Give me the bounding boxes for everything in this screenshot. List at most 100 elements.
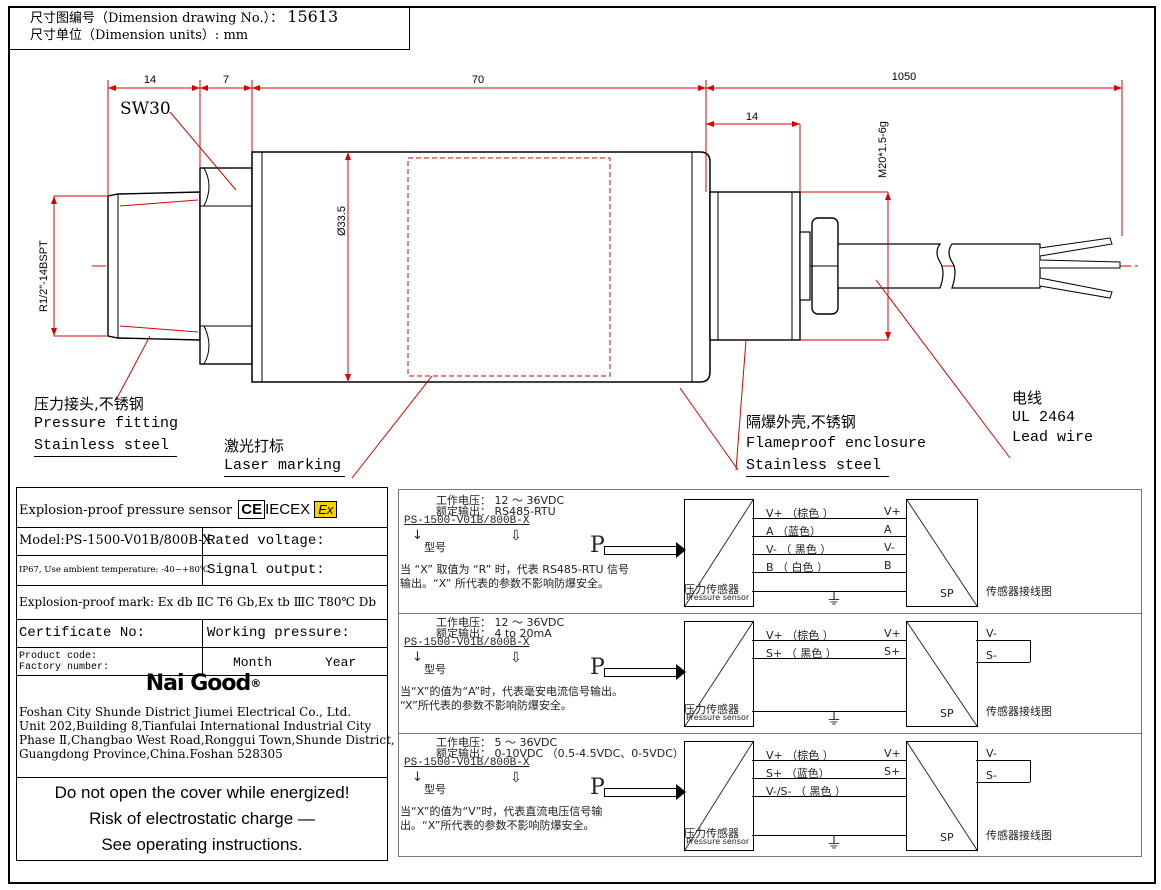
enclosure-en1: Flameproof enclosure	[746, 435, 927, 452]
wire-line	[752, 554, 906, 555]
ce-mark: CE	[238, 500, 266, 519]
section-note-1: 当“X”的值为“A”时，代表毫安电流信号输出。	[400, 685, 624, 698]
enclosure-callout: 隔爆外壳,不锈钢 Flameproof enclosure Stainless …	[746, 412, 926, 477]
year-label: Year	[325, 655, 357, 670]
ground-line	[752, 711, 906, 712]
sp-box	[906, 499, 978, 607]
wire-line	[752, 536, 906, 537]
signal-output: Signal output:	[207, 562, 325, 578]
fitting-callout: 压力接头,不锈钢 Pressure fitting Stainless stee…	[34, 394, 178, 457]
pressure-arrow-head	[676, 542, 686, 558]
wire-line	[752, 796, 906, 797]
output-terminal-line	[976, 640, 1030, 641]
dimension-drawing: 14 7 70 1050 14 SW30 Ø33.5 R1/2"-14BSPT …	[38, 71, 1140, 479]
wire-left-label: V-/S- （ 黑色 ）	[766, 785, 846, 798]
section-model-word: 型号	[424, 541, 446, 554]
ex-mark-text: Explosion-proof mark: Ex db ⅡC T6 Gb,Ex …	[19, 595, 377, 609]
section-voltage: 工作电压： 12 ～ 36VDC	[436, 494, 565, 507]
wire-line	[752, 640, 906, 641]
wire-callout: 电线 UL 2464 Lead wire	[1012, 388, 1093, 448]
certificate-label: Certificate No:	[17, 620, 203, 647]
thread-left-label: R1/2"-14BSPT	[38, 240, 50, 312]
nameplate-row-code: Product code: Factory number: Month Year	[17, 648, 387, 676]
pressure-p-label: P	[590, 775, 605, 800]
address-line-2: Phase Ⅱ,Changbao West Road,Ronggui Town,…	[19, 733, 395, 747]
brand-logo: Nai Good®	[145, 671, 262, 696]
nameplate-row-cert: Certificate No: Working pressure:	[17, 620, 387, 648]
nameplate-row-ip: IP67, Use ambient temperature: -40~+80℃ …	[17, 556, 387, 586]
wire-left-label: S+ （蓝色）	[766, 767, 830, 780]
warning-line-1: Do not open the cover while energized!	[54, 783, 350, 802]
section-note-1: 当“X”的值为“V”时，代表直流电压信号输	[400, 805, 603, 818]
output-terminal-label: S-	[986, 649, 997, 662]
section-note-2: “X”所代表的参数不影响防爆安全。	[400, 699, 572, 712]
fitting-en2: Stainless steel	[34, 436, 178, 457]
main-body	[251, 151, 711, 383]
sp-label: SP	[940, 707, 954, 720]
hollow-down-arrow-icon: ⇩	[510, 528, 522, 544]
wire-right-label: S+	[884, 765, 901, 778]
laser-marking-area	[407, 157, 611, 377]
sensor-cn-label: 压力传感器	[684, 703, 739, 716]
model-text: Model:PS-1500-V01B/800B-X	[17, 528, 211, 555]
pressure-arrow-shaft	[604, 788, 677, 797]
sensor-en-label: Pressure sensor	[686, 837, 750, 846]
output-terminal-line	[976, 782, 1030, 783]
warning-text: Do not open the cover while energized! R…	[17, 780, 387, 858]
nameplate-row-model: Model:PS-1500-V01B/800B-X Rated voltage:	[17, 528, 387, 556]
product-code-label: Product code:	[19, 651, 98, 662]
section-divider	[398, 613, 1142, 614]
section-model-code: PS-1500-V01B/800B-X	[404, 515, 530, 527]
warning-line-2: Risk of electrostatic charge —	[89, 809, 315, 828]
pressure-fitting	[107, 191, 201, 341]
dim-14: 14	[144, 74, 156, 86]
wiring-diagram-label: 传感器接线图	[986, 585, 1052, 598]
hollow-down-arrow-icon: ⇩	[510, 770, 522, 786]
pressure-p-label: P	[590, 655, 605, 680]
dim-7: 7	[223, 74, 229, 86]
wire-right-label: A	[884, 523, 892, 536]
section-model-code: PS-1500-V01B/800B-X	[404, 637, 530, 649]
pressure-arrow-head	[676, 664, 686, 680]
address-line-3: Guangdong Province,China.Foshan 528305	[19, 747, 283, 761]
working-pressure-label: Working pressure:	[207, 625, 350, 641]
iecex-mark: IECEX	[265, 501, 311, 518]
ground-line	[752, 835, 906, 836]
output-terminal-label: V-	[986, 627, 997, 640]
output-terminal-label: S-	[986, 769, 997, 782]
wire-left-label: V- （ 黑色 ）	[766, 543, 832, 556]
ce-text: CE	[241, 501, 263, 518]
output-terminal-joint	[1030, 760, 1031, 782]
product-name: Explosion-proof pressure sensor	[19, 503, 233, 518]
wire-right-label: V+	[884, 747, 901, 760]
wire-cn: 电线	[1012, 389, 1043, 407]
nameplate-row-exmark: Explosion-proof mark: Ex db ⅡC T6 Gb,Ex …	[17, 586, 387, 620]
month-label: Month	[233, 655, 273, 670]
wire-right-label: V+	[884, 627, 901, 640]
drawing-frame	[8, 6, 1156, 884]
section-output: 额定输出： 0-10VDC （0.5-4.5VDC、0-5VDC）	[436, 747, 684, 760]
output-terminal-joint	[1030, 640, 1031, 662]
down-arrow-icon: ↓	[412, 528, 423, 543]
wire-left-label: B （ 白色 ）	[766, 561, 829, 574]
hollow-down-arrow-icon: ⇩	[510, 650, 522, 666]
title-block: 尺寸图编号（Dimension drawing No.）： 15613 尺寸单位…	[8, 6, 410, 50]
wire-right-label: B	[884, 559, 892, 572]
sp-box	[906, 741, 978, 851]
sp-label: SP	[940, 587, 954, 600]
section-model-code: PS-1500-V01B/800B-X	[404, 757, 530, 769]
section-voltage: 工作电压： 12 ～ 36VDC	[436, 616, 565, 629]
wiring-diagram-label: 传感器接线图	[986, 829, 1052, 842]
wire-line	[752, 518, 906, 519]
wire-left-label: S+ （ 黑色 ）	[766, 647, 837, 660]
lead-wire	[837, 243, 944, 289]
section-note-1: 当 “X” 取值为 “R” 时，代表 RS485-RTU 信号	[400, 563, 630, 576]
laser-en: Laser marking	[224, 456, 346, 477]
wire-en: Lead wire	[1012, 429, 1094, 446]
dim-70: 70	[472, 74, 484, 86]
wire-line	[752, 760, 906, 761]
wiring-diagram-label: 传感器接线图	[986, 705, 1052, 718]
wire-ul: UL 2464	[1012, 409, 1076, 426]
